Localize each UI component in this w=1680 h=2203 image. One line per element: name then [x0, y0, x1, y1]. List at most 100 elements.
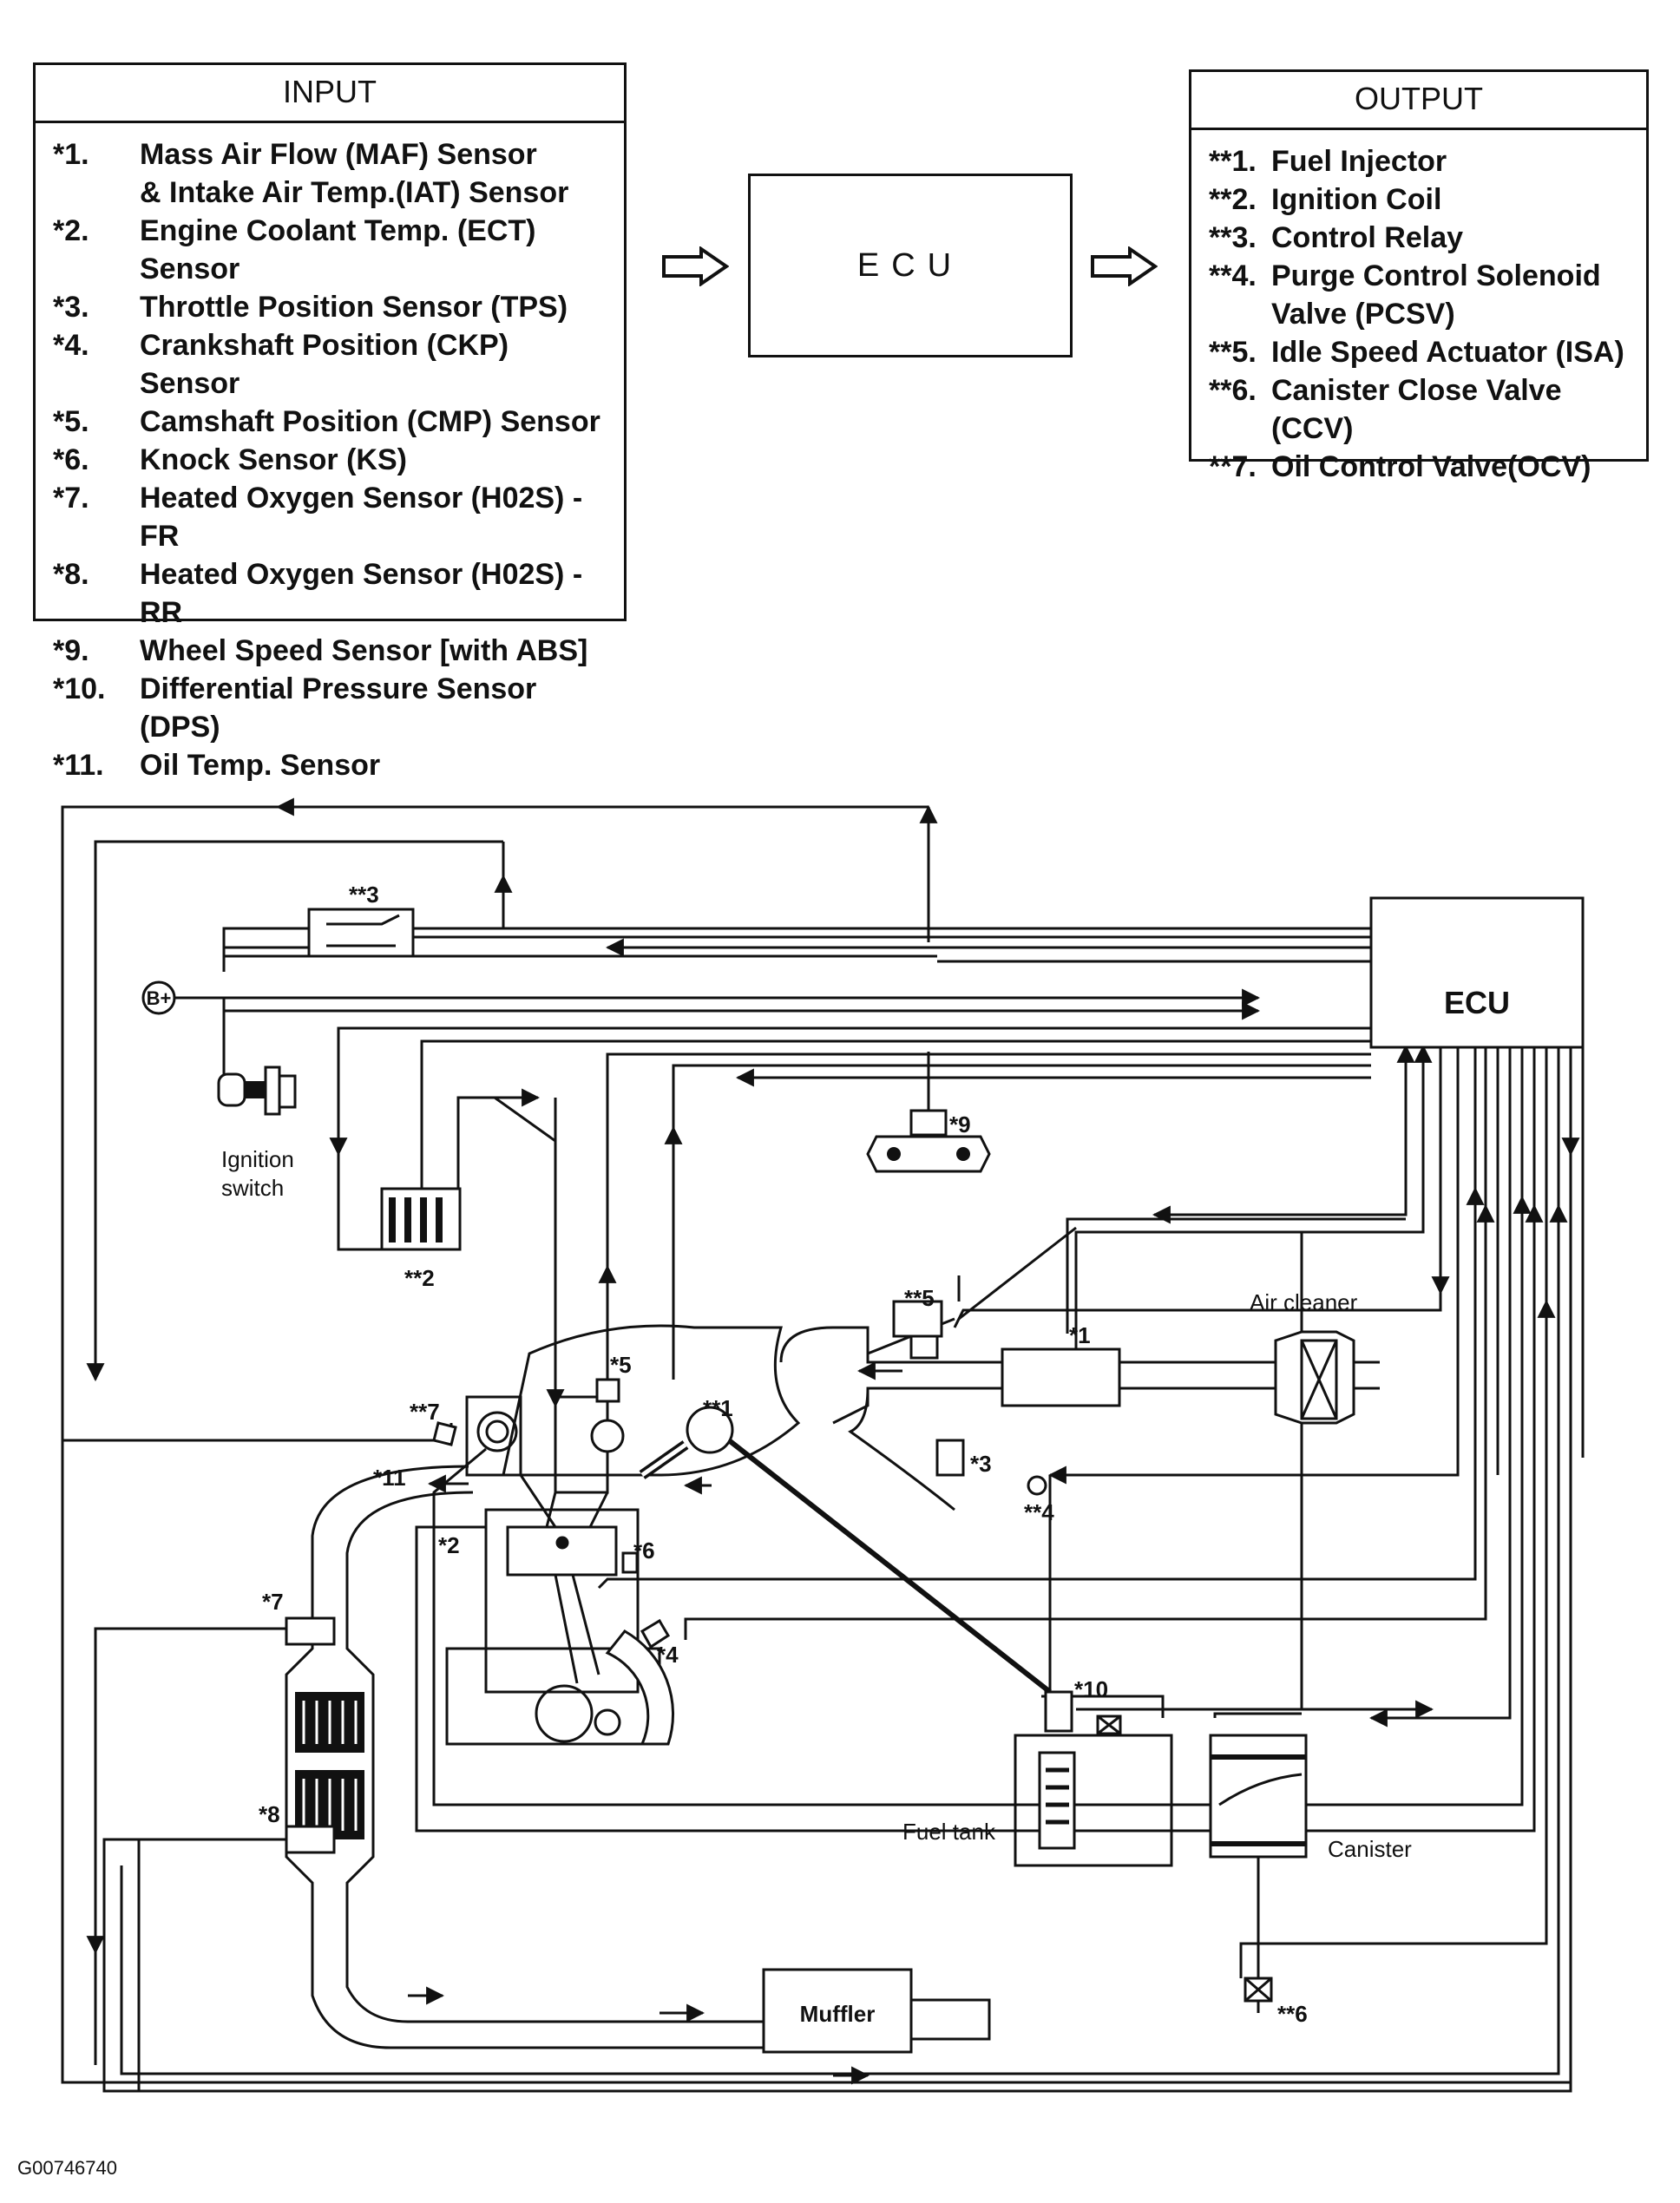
ecu-center-box: ECU — [748, 174, 1073, 357]
list-item: *7.Heated Oxygen Sensor (H02S) - FR — [53, 479, 608, 555]
wire — [420, 1039, 1371, 1197]
item-num: **5. — [1209, 336, 1257, 369]
item-text: Fuel Injector — [1271, 145, 1447, 178]
list-item: **4.Purge Control Solenoid Valve (PCSV) — [1209, 257, 1631, 333]
item-text: Wheel Speed Sensor [with ABS] — [140, 634, 588, 667]
item-num: *3. — [53, 291, 89, 324]
list-item: *6.Knock Sensor (KS) — [53, 441, 608, 479]
list-item: **5.Idle Speed Actuator (ISA) — [1209, 333, 1631, 371]
wire — [1047, 1046, 1460, 1485]
canister-label: Canister — [1328, 1836, 1412, 1862]
ecu-to-output-arrow-icon — [1091, 246, 1158, 286]
item-num: *10. — [53, 672, 106, 705]
wire — [86, 840, 503, 1382]
component-tags: **3 **2 **5 *9 *1 *5 **7 **1 *3 *11 **4 … — [259, 882, 1308, 2027]
ecu-block — [1369, 896, 1585, 1049]
item-num: *2. — [53, 214, 89, 247]
tag-o2: **2 — [404, 1265, 435, 1291]
item-text: Camshaft Position (CMP) Sensor — [140, 405, 600, 438]
wire — [86, 1627, 286, 1955]
wire — [1152, 1046, 1408, 1224]
engine-block — [445, 1395, 675, 1746]
battery-icon — [141, 980, 176, 1015]
tag-o5: **5 — [904, 1285, 935, 1311]
wire — [958, 1226, 1077, 1321]
input-box: INPUT *1.Mass Air Flow (MAF) Sensor & In… — [33, 62, 627, 782]
item-text: Oil Temp. Sensor — [140, 749, 381, 782]
item-num: **6. — [1209, 374, 1257, 407]
fuel-tank-label: Fuel tank — [902, 1819, 996, 1845]
wire — [672, 1064, 1371, 1380]
wire — [137, 1838, 286, 2091]
tag-o6: **6 — [1277, 2001, 1308, 2027]
list-item: **7.Oil Control Valve(OCV) — [1209, 448, 1631, 486]
tag-i3: *3 — [970, 1451, 992, 1477]
list-item: *2. Engine Coolant Temp. (ECT) Sensor — [53, 212, 608, 288]
ecu-label: ECU — [1444, 985, 1510, 1020]
list-item: **3.Control Relay — [1209, 219, 1631, 257]
wiring — [61, 797, 1585, 2093]
canister-close-valve-icon — [1244, 1977, 1273, 2003]
muffler-label: Muffler — [800, 2001, 876, 2027]
ignition-coil-icon — [380, 1187, 462, 1251]
ecu-center-label: ECU — [856, 246, 964, 284]
tag-i10: *10 — [1074, 1676, 1108, 1702]
list-item: *3.Throttle Position Sensor (TPS) — [53, 288, 608, 326]
item-text: Crankshaft Position (CKP) Sensor — [140, 329, 509, 400]
wire — [61, 1857, 1571, 2084]
battery-label: B+ — [147, 987, 172, 1009]
input-list: *1.Mass Air Flow (MAF) Sensor & Intake A… — [36, 123, 624, 784]
input-to-ecu-arrow-icon — [662, 246, 729, 286]
item-text: Engine Coolant Temp. (ECT) Sensor — [140, 214, 536, 285]
oil-control-valve — [432, 1421, 457, 1446]
tag-i6: *6 — [633, 1538, 655, 1564]
o2-sensor-rear — [285, 1825, 336, 1854]
wire — [1074, 1046, 1425, 1388]
wire — [102, 1046, 1572, 2093]
wire — [337, 1026, 1371, 1251]
item-text: Oil Control Valve(OCV) — [1271, 450, 1591, 483]
item-text: Control Relay — [1271, 221, 1464, 254]
output-box: OUTPUT **1. Fuel Injector **2. Ignition Co… — [1189, 69, 1649, 483]
relay-switch-icon — [326, 914, 400, 947]
item-text: Canister Close Valve (CCV) — [1271, 374, 1562, 445]
input-title: INPUT — [36, 65, 624, 123]
list-item: **6. Canister Close Valve (CCV) — [1209, 371, 1631, 448]
item-text: Differential Pressure Sensor (DPS) — [140, 672, 537, 744]
pcsv-icon — [1027, 1475, 1047, 1496]
wire — [1041, 1695, 1165, 1718]
item-num: **2. — [1209, 183, 1257, 216]
item-num: *11. — [53, 749, 104, 782]
output-title: OUTPUT — [1191, 72, 1646, 130]
intake-system — [502, 1324, 1277, 1511]
list-item: *9. Wheel Speed Sensor [with ABS] — [53, 632, 608, 670]
list-item: **2. Ignition Coil — [1209, 180, 1631, 219]
tag-i7: *7 — [262, 1589, 284, 1615]
list-item: *5.Camshaft Position (CMP) Sensor — [53, 403, 608, 441]
air-cleaner-label: Air cleaner — [1250, 1289, 1358, 1315]
item-num: *6. — [53, 443, 89, 476]
tag-i4: *4 — [657, 1642, 679, 1668]
list-item: **1. Fuel Injector — [1209, 142, 1631, 180]
list-item: *8.Heated Oxygen Sensor (H02S) - RR — [53, 555, 608, 632]
fuel-tank-icon — [1014, 1690, 1173, 1867]
cmp-sensor — [595, 1378, 620, 1403]
tag-i2: *2 — [438, 1532, 460, 1558]
list-item: *4.Crankshaft Position (CKP) Sensor — [53, 326, 608, 403]
wheel-speed-sensor-icon — [866, 1109, 991, 1173]
item-text: Ignition Coil — [1271, 183, 1442, 216]
item-num: *9. — [53, 634, 89, 667]
wire — [456, 1096, 556, 1193]
list-item: *1.Mass Air Flow (MAF) Sensor & Intake A… — [53, 135, 608, 212]
list-item: *11. Oil Temp. Sensor — [53, 746, 608, 784]
exhaust-system — [285, 1465, 991, 2054]
ckp-sensor — [640, 1618, 671, 1649]
tag-o7: **7 — [410, 1399, 440, 1425]
fuel-injector-icon — [639, 1406, 734, 1479]
item-text: Purge Control Solenoid Valve (PCSV) — [1271, 259, 1601, 331]
ignition-label-1: Ignition — [221, 1146, 294, 1172]
tag-o4: **4 — [1024, 1499, 1054, 1525]
output-list: **1. Fuel Injector **2. Ignition Coil **3.… — [1191, 130, 1646, 486]
item-num: **1. — [1209, 145, 1257, 178]
